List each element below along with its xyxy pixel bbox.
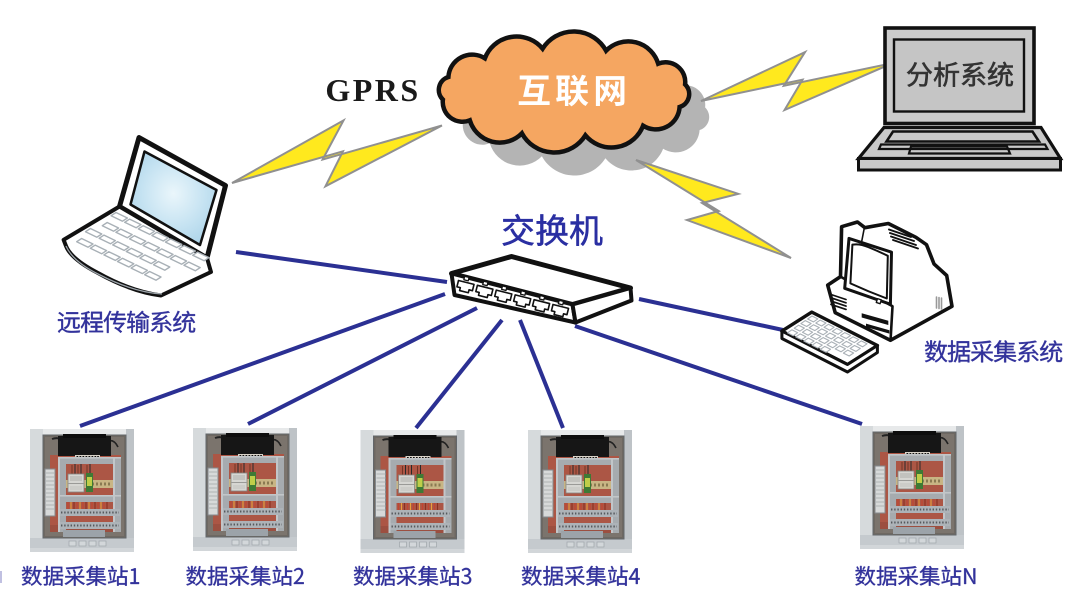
svg-text:GPRS: GPRS xyxy=(325,72,420,108)
